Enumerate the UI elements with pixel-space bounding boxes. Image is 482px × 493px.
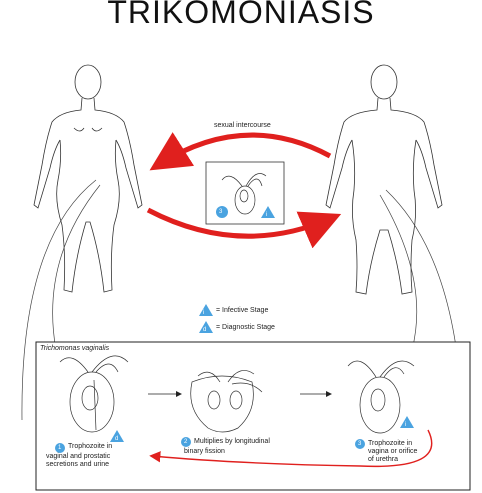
stage3-caption-line: of urethra (368, 456, 398, 463)
inset-infective-badge (261, 206, 275, 218)
stage2-caption: Multiplies by longitudinal (194, 438, 270, 446)
stage3-caption: Trophozoite in vagina or orifice of uret… (368, 440, 417, 464)
infective-legend-text: = Infective Stage (216, 307, 269, 314)
infective-badge-symbol: i (203, 310, 205, 316)
stage3-caption-line: Trophozoite in (368, 440, 413, 447)
diagnostic-legend-badge (199, 321, 213, 333)
stage2-dividing-trophozoite (190, 370, 263, 433)
stage1-trophozoite (59, 355, 129, 433)
stage3-caption-line: vagina or orifice (368, 448, 418, 455)
stage1-caption-cont: vaginal and prostatic secretions and uri… (46, 453, 110, 469)
sexual-intercourse-label: sexual intercourse (214, 122, 271, 129)
box-title: Trichomonas vaginalis (40, 345, 110, 352)
stage1-caption-line: Trophozoite in (68, 443, 113, 450)
diagnostic-legend-text: = Diagnostic Stage (216, 324, 275, 331)
stage1-diagnostic-symbol: d (115, 436, 119, 442)
infective-legend-badge (199, 304, 213, 316)
inset-trophozoite (221, 173, 267, 215)
stage2-step-badge (181, 437, 191, 447)
stage3-infective-symbol: i (405, 422, 407, 428)
stage1-caption-line: vaginal and prostatic (46, 453, 111, 460)
stage2-caption-line: binary fission (184, 448, 225, 455)
stage2-caption-cont: binary fission (184, 448, 225, 456)
stage1-step-number: 1 (58, 445, 62, 451)
stage3-infective-badge (400, 416, 414, 428)
inset-step-badge (216, 206, 228, 218)
right-inner-curve (379, 194, 418, 351)
left-outer-curve (21, 179, 97, 421)
male-figure (325, 64, 443, 295)
return-red-arrow (149, 429, 433, 468)
stage3-trophozoite (347, 360, 415, 434)
stage2-caption-line: Multiplies by longitudinal (194, 438, 270, 445)
inset-infective-symbol: i (266, 212, 268, 218)
left-inner-curve (52, 184, 101, 351)
upper-red-arrow (149, 132, 332, 171)
diagnostic-badge-symbol: d (203, 327, 207, 333)
page-title: TRIKOMONIASIS (107, 0, 375, 30)
stage1-step-badge (55, 443, 65, 453)
inset-step-number: 3 (219, 209, 223, 215)
stage1-diagnostic-badge (110, 430, 124, 442)
stage3-step-number: 3 (358, 441, 362, 447)
stage2-step-number: 2 (184, 439, 188, 445)
female-figure (33, 64, 143, 293)
stage3-step-badge (355, 439, 365, 449)
stage1-caption: Trophozoite in (68, 443, 112, 451)
stage1-caption-line: secretions and urine (46, 461, 110, 468)
lower-red-arrow (146, 207, 342, 249)
